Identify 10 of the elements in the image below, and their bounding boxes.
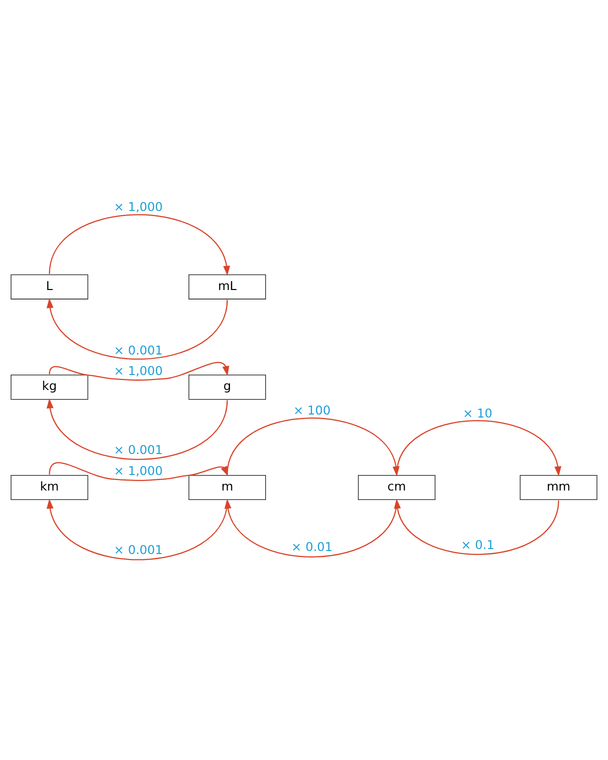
edge-label: × 0.1 xyxy=(460,537,494,552)
edge-label: × 10 xyxy=(462,406,492,420)
edge-label: × 0.001 xyxy=(114,442,163,456)
edge-label: × 0.01 xyxy=(291,540,333,554)
edge-label: × 0.001 xyxy=(114,542,163,557)
edge-label: × 1,000 xyxy=(114,363,163,378)
edge-label: × 100 xyxy=(293,402,331,417)
edge-label: × 1,000 xyxy=(114,464,163,478)
edge-label: × 0.001 xyxy=(114,342,163,357)
edge-label: × 1,000 xyxy=(114,199,163,214)
